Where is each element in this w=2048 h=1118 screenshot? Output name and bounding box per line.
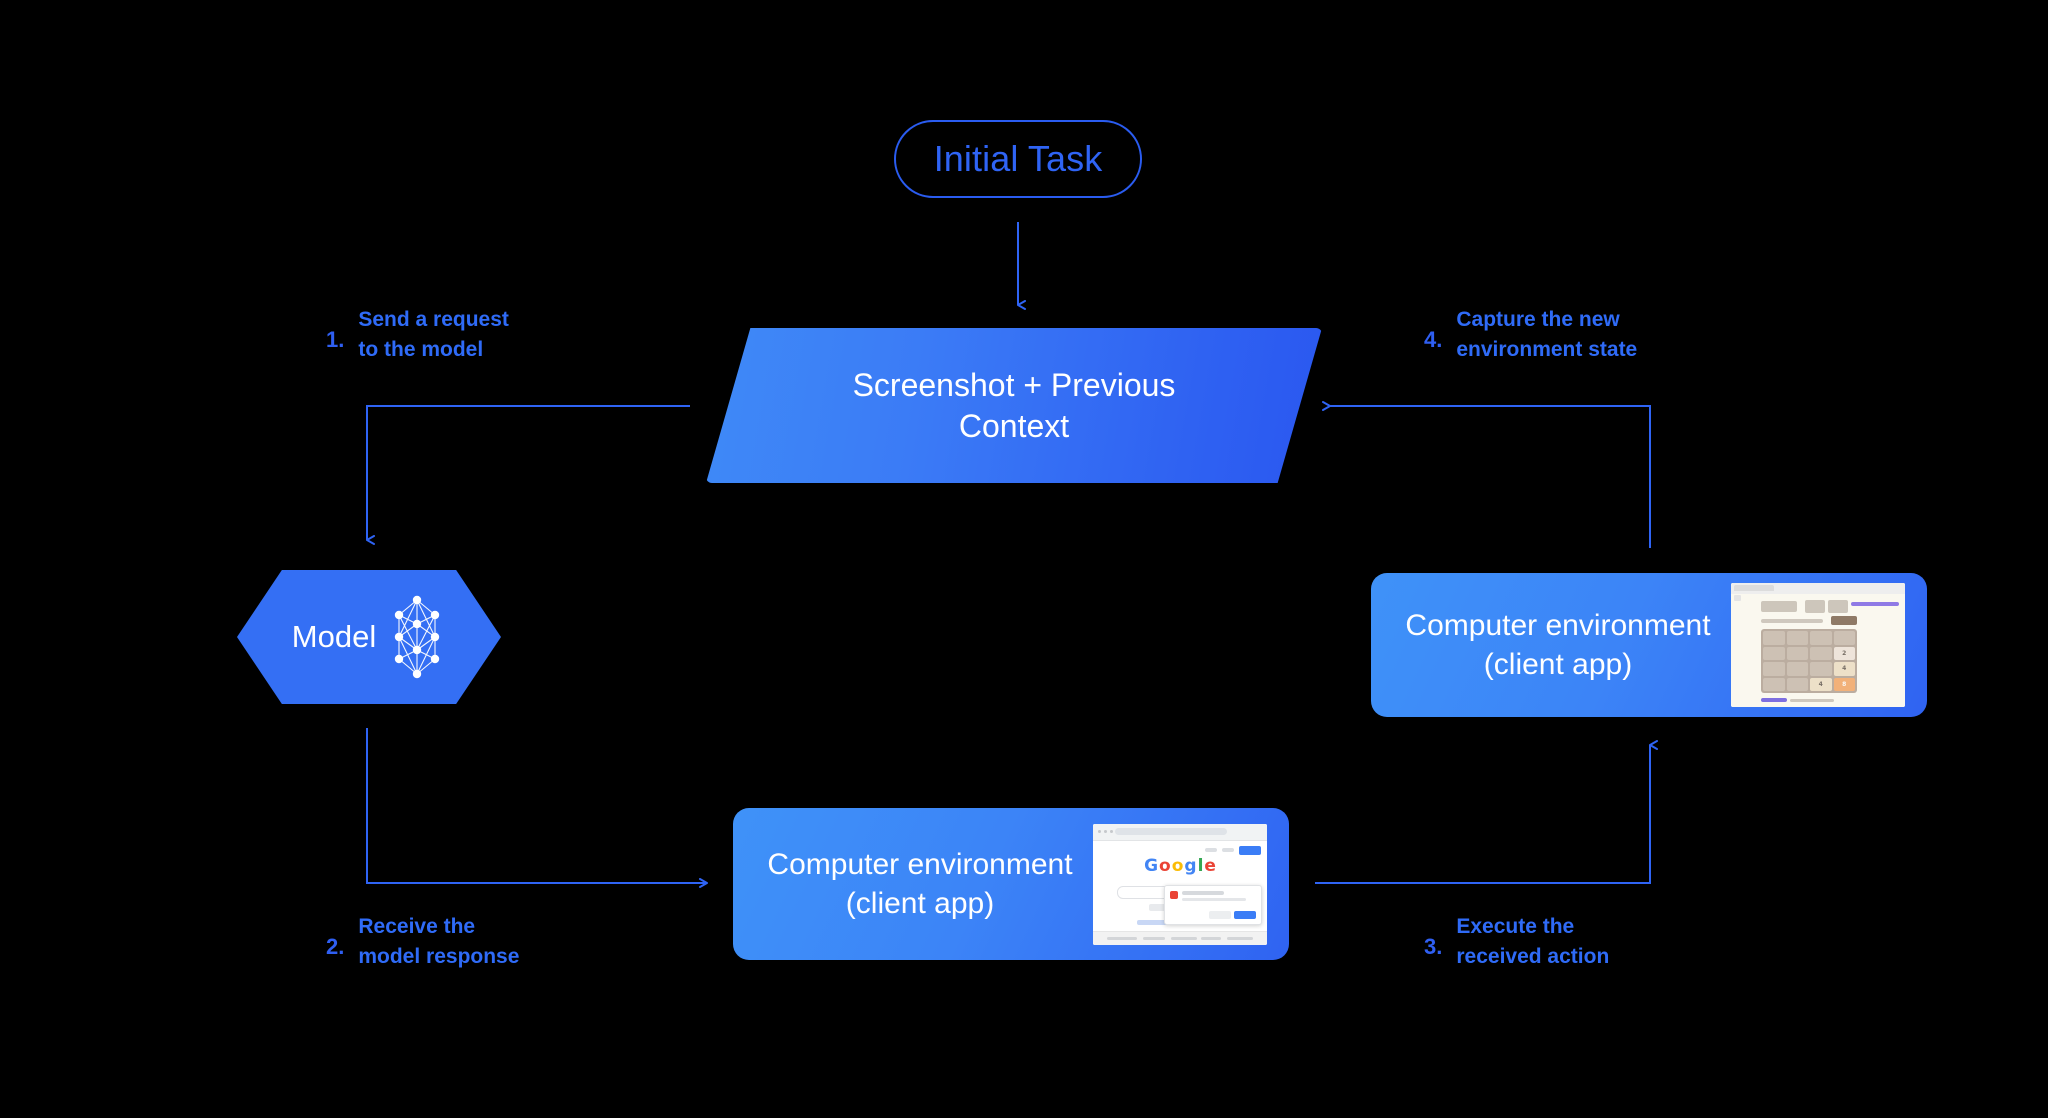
game-tile [1786,677,1808,691]
best-score-box [1828,600,1848,613]
initial-task-node[interactable]: Initial Task [894,120,1142,198]
model-node[interactable]: Model [237,570,501,704]
connector-context-to-model [366,405,690,545]
browser-chrome-bar [1731,583,1905,594]
context-node-line1: Screenshot + Previous [852,366,1176,403]
step-4-text: Capture the new environment state [1456,308,1638,361]
game-tile: 8 [1833,677,1855,691]
environment-bottom-line2: (client app) [845,887,995,920]
step-caption-1: 1. Send a request to the model [326,305,509,365]
game-tile [1763,677,1785,691]
step-caption-4: 4. Capture the new environment state [1424,305,1637,365]
context-node-text: Screenshot + Previous Context [706,328,1322,483]
environment-bottom-text: Computer environment (client app) [733,845,1093,923]
game-tile: 4 [1810,677,1832,691]
google-footer [1093,930,1267,945]
game-tile [1833,631,1855,645]
context-node[interactable]: Screenshot + Previous Context [706,328,1322,483]
google-sign-in-button [1239,845,1261,855]
game-subtitle [1761,619,1823,623]
game-tile: 2 [1833,646,1855,660]
step-caption-2: 2. Receive the model response [326,912,519,972]
step-1-text: Send a request to the model [358,308,509,361]
step-3-text: Execute the received action [1456,915,1610,968]
connector-environment-to-environment [1315,740,1658,884]
game-tile [1810,662,1832,676]
model-node-label: Model [291,619,377,654]
header-links [1851,602,1899,606]
game-tile [1786,646,1808,660]
step-caption-3: 3. Execute the received action [1424,912,1609,972]
step-1-number: 1. [326,327,345,352]
game-tile [1810,631,1832,645]
game-tile [1786,631,1808,645]
environment-right-line2: (client app) [1483,648,1633,681]
game-tile [1763,631,1785,645]
game-tile [1763,662,1785,676]
environment-right-text: Computer environment (client app) [1371,606,1731,684]
environment-bottom-line1: Computer environment [767,848,1073,881]
google-top-right-controls [1205,845,1261,855]
score-box [1805,600,1825,613]
browser-url-bar [1115,827,1227,835]
browser-chrome-bar [1093,823,1267,841]
step-4-number: 4. [1424,327,1443,352]
step-3-number: 3. [1424,934,1443,959]
game-tile [1810,646,1832,660]
new-game-button [1831,616,1857,625]
game-footer [1761,698,1834,702]
neural-network-icon [395,595,440,679]
connector-environment-to-context [1322,401,1651,548]
game-tile [1763,646,1785,660]
browser-url-bar [1734,595,1741,601]
connector-model-to-environment [366,728,708,888]
initial-task-label: Initial Task [933,138,1103,179]
browser-dialog-popup [1164,884,1262,925]
game-tile [1786,662,1808,676]
environment-right-line1: Computer environment [1405,609,1711,642]
step-2-text: Receive the model response [358,915,520,968]
game-title [1761,601,1797,612]
context-node-shape [706,328,1322,483]
model-node-shape [237,570,501,704]
model-node-content: Model [237,570,501,704]
step-2-number: 2. [326,934,345,959]
game-tile: 4 [1833,662,1855,676]
context-node-line2: Context [958,407,1070,444]
